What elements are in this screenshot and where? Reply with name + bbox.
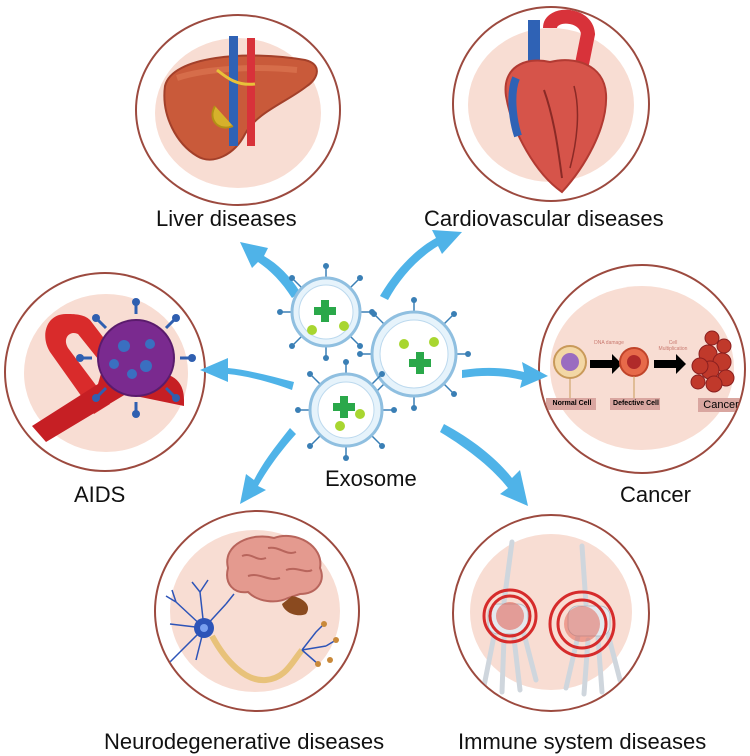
- brain-icon: [226, 535, 323, 616]
- immune-disc: [452, 514, 650, 712]
- heart-icon: [504, 9, 608, 194]
- hand-icon: [481, 539, 623, 697]
- liver-disc: [135, 14, 341, 206]
- cancer-disc: Normal Cell Defective Cell Cancer DNA da…: [538, 264, 746, 474]
- exosome-1: [277, 263, 375, 361]
- label-cancer: Cancer: [620, 482, 691, 507]
- exosome-3: [295, 359, 397, 461]
- label-liver-diseases: Liver diseases: [156, 206, 297, 231]
- label-defective-cell: Defective Cell: [613, 400, 659, 407]
- label-cancer-small: Cancer: [703, 399, 739, 411]
- neuro-disc: [154, 510, 360, 712]
- label-cell-multiplication: Cell Multiplication: [658, 340, 688, 352]
- virus-icon: [76, 298, 196, 418]
- cardio-disc: [452, 6, 650, 202]
- label-normal-cell: Normal Cell: [552, 400, 592, 407]
- label-immune-system-diseases: Immune system diseases: [458, 729, 707, 754]
- neuron-icon: [165, 579, 339, 684]
- label-neurodegenerative-diseases: Neurodegenerative diseases: [104, 729, 385, 754]
- label-aids: AIDS: [74, 482, 126, 507]
- cell-icon: [546, 330, 742, 412]
- label-cardiovascular-diseases: Cardiovascular diseases: [424, 206, 664, 231]
- liver-icon: [163, 36, 318, 161]
- label-exosome: Exosome: [325, 466, 417, 491]
- exosome-2: [357, 297, 471, 411]
- aids-disc: [4, 272, 206, 472]
- label-dna-damage: DNA damage: [594, 340, 624, 346]
